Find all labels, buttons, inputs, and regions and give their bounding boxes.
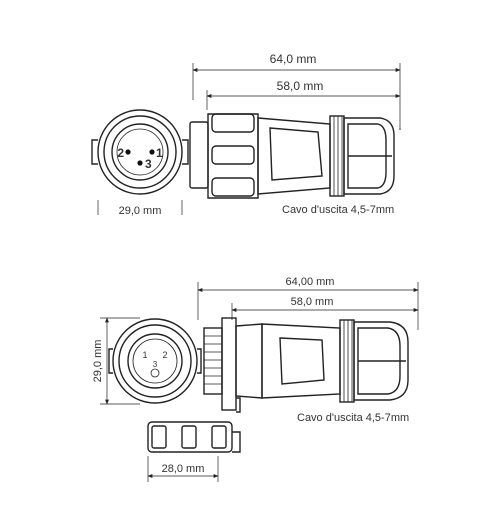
top-diameter-label: 29,0 mm [119,205,162,217]
bottom-pin-label-2: 2 [162,350,167,360]
top-side-view [189,113,401,199]
bottom-overall-length-label: 64,00 mm [286,276,335,288]
bottom-pin-label-1: 1 [142,350,147,360]
top-overall-length-label: 64,0 mm [270,52,317,66]
bottom-height-label: 29,0 mm [92,340,104,383]
top-cable-label: Cavo d'uscita 4,5-7mm [282,204,394,216]
top-front-view: 2 1 3 [91,109,189,195]
bottom-side-view [203,317,409,413]
bottom-pin-label-3: 3 [153,360,158,369]
bottom-flange-view [147,421,241,453]
bottom-front-view: 1 2 3 [108,318,202,404]
top-body-length-label: 58,0 mm [277,79,324,93]
top-dimension-lines: 64,0 mm 58,0 mm [192,52,401,130]
bottom-dimension-lines: 64,00 mm 58,0 mm [197,276,419,330]
pin-2-dot [125,149,131,155]
top-pin-label-2: 2 [117,146,124,160]
bottom-flange-dimension: 28,0 mm [147,456,219,482]
top-diameter-dimension: 29,0 mm [97,200,183,217]
top-pin-label-1: 1 [156,146,163,160]
pin-1-dot [149,149,155,155]
bottom-body-length-label: 58,0 mm [291,296,334,308]
top-pin-label-3: 3 [145,157,152,171]
bottom-cable-label: Cavo d'uscita 4,5-7mm [297,412,409,424]
pin-3-dot [137,160,143,166]
bottom-height-dimension: 29,0 mm [92,317,140,405]
bottom-flange-label: 28,0 mm [162,463,205,475]
